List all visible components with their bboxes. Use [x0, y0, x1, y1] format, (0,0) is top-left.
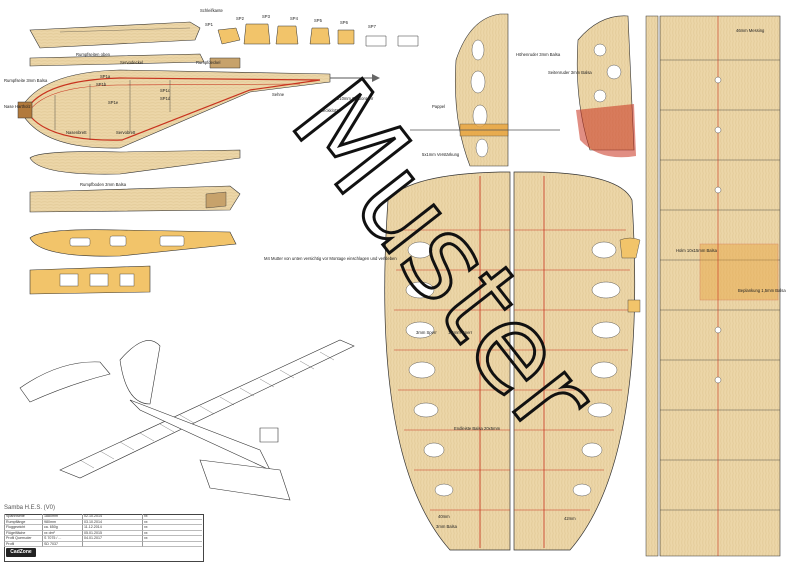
elevator-panel [410, 13, 560, 167]
title-block-cell: 02.10.2014 [82, 514, 142, 520]
sp-tag: SP5 [314, 18, 323, 23]
label-randbogen: Endleiste Balsa 20x5mm [454, 426, 501, 431]
title-block-cell: xx [142, 519, 202, 525]
cadzone-logo: CadZone [6, 548, 36, 557]
wing-tip-strip [645, 15, 781, 557]
label-carbonrohr: Ø10mm Carbonrohr [336, 96, 374, 101]
title-block-cell: xx [142, 514, 202, 520]
title-block-cell: xx dm² [42, 530, 82, 536]
former-parts [209, 23, 419, 69]
title-block-cell: SD 7037 [42, 541, 82, 547]
label-schleifkante: Schleifkante [200, 8, 223, 13]
label-rumpfboden: Rumpfboden 3mm Balsa [80, 182, 127, 187]
sp-tag: SP4 [290, 16, 299, 21]
title-block-cell: ca. 650g [42, 525, 82, 531]
label-seitenruder: Seitenruder 3mm Balsa [548, 70, 592, 75]
label-heckklotz: Heckklotz [320, 108, 338, 113]
title-block-cell: xx [142, 536, 202, 542]
callout-labels: Schleifkante Rumpfseiten oben Servodecke… [4, 8, 786, 529]
label-pappel: Pappel [432, 104, 445, 109]
title-block-cell: xx [142, 525, 202, 531]
label-dim-3balsa: 3mm Balsa [436, 524, 458, 529]
label-sperr-3: 3mm Sperr [416, 330, 437, 335]
label-hoehenruder: Höhenruder 3mm Balsa [516, 52, 561, 57]
nose-board-panel [29, 229, 237, 257]
title-block-cell: Profil Querruder [4, 536, 42, 542]
label-rumpfdeckel: Rumpfdeckel [196, 60, 221, 65]
title-block-cell: 03.10.2014 [82, 519, 142, 525]
label-dim-46: 46mm Messing [736, 28, 765, 33]
title-block-cell: Profil [4, 541, 42, 547]
glider-3d-sketch [19, 339, 355, 501]
label-dim-42: 42mm [564, 516, 576, 521]
title-block-cell: 05.01.2015 [82, 530, 142, 536]
sp-tags: SP1 SP2 SP3 SP4 SP5 SP6SP7SP1aSP1bSP1cSP1dSP1… [96, 14, 377, 105]
title-block [4, 514, 204, 562]
title-block-cell [82, 541, 142, 547]
sp-tag: SP6 [340, 20, 349, 25]
label-mutter: M4 Mutter von unten versichtig vor Monta… [264, 256, 397, 261]
title-block-cell: 1880mm [42, 514, 82, 520]
title-block-cell: xx [142, 530, 202, 536]
sp-tag: SP1e [108, 100, 119, 105]
title-block-cell [142, 541, 202, 547]
label-holm: Holm 10x15mm Balsa [676, 248, 718, 253]
fuselage-bottom-panel [29, 149, 241, 175]
fuselage-side-view [17, 69, 380, 149]
title-block-cell: Rumpflänge [4, 519, 42, 525]
label-dim-40: 40mm [438, 514, 450, 519]
label-sperr-15: 1,5mm Sperr [448, 330, 473, 335]
title-block-cell: Fluggewicht [4, 525, 42, 531]
title-block-cell: 980mm [42, 519, 82, 525]
sp-tag: SP7 [368, 24, 377, 29]
fuselage-top-side-panel [29, 21, 201, 49]
servo-board-panel [29, 265, 151, 295]
sp-tag: SP2 [236, 16, 245, 21]
fuselage-former-small [619, 237, 641, 313]
label-carbonstab: 5x1mm Verstärkung [422, 152, 460, 157]
label-sehne: Sehne [272, 92, 285, 97]
label-nasenbrett: Nasenbrett [66, 130, 87, 135]
label-servobrett: Servobrett [116, 130, 136, 135]
title-block-cell: Flügelfläche [4, 530, 42, 536]
title-block-cell: Spannweite [4, 514, 42, 520]
title-block-cell: 11.12.2014 [82, 525, 142, 531]
label-rumpfseiten-oben: Rumpfseiten oben [76, 52, 111, 57]
label-servodeckel: Servodeckel [120, 60, 143, 65]
label-rumpfseite: Rumpfseite 3mm Balsa [4, 78, 48, 83]
sp-tag: SP1c [160, 88, 170, 93]
sp-tag: SP1b [96, 82, 107, 87]
sp-tag: SP1 [205, 22, 214, 27]
label-nase: Nase Hartholz [4, 104, 31, 109]
title-block-cell: S 7075 / ... [42, 536, 82, 542]
label-beplankung: Beplankung 1,5mm Balsa [738, 288, 786, 293]
title-block-cell: 04.01.2017 [82, 536, 142, 542]
rudder-panel [576, 15, 636, 158]
sp-tag: SP1a [100, 74, 111, 79]
sp-tag: SP3 [262, 14, 271, 19]
fuselage-upper-strip [29, 53, 205, 67]
left-wing-panel [384, 171, 511, 551]
title-block-name: Samba H.E.S. (V0) [4, 505, 56, 511]
right-wing-panel [513, 171, 636, 551]
fuselage-panel-4 [29, 185, 241, 213]
sp-tag: SP1d [160, 96, 171, 101]
